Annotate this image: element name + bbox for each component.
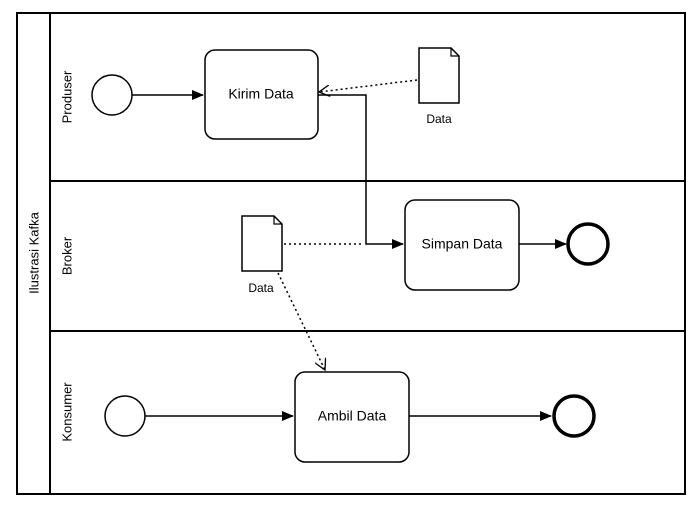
pool-title: Ilustrasi Kafka <box>26 211 41 293</box>
document-icon <box>418 47 460 104</box>
task-ambil-data-label: Ambil Data <box>318 408 387 424</box>
document-produser-label: Data <box>426 112 452 126</box>
document-icon <box>241 215 283 272</box>
lane-label-produser: Produser <box>59 70 74 123</box>
document-fold-icon <box>273 216 282 225</box>
task-simpan-data <box>404 199 520 291</box>
document-broker-label: Data <box>248 281 274 295</box>
task-kirim-data-label: Kirim Data <box>228 86 294 102</box>
lane-label-konsumer: Konsumer <box>59 382 74 442</box>
start-event-produser <box>91 74 133 116</box>
task-ambil-data <box>294 371 410 463</box>
task-simpan-data-label: Simpan Data <box>422 236 503 252</box>
end-event-konsumer <box>552 394 596 438</box>
end-event-broker <box>566 222 610 266</box>
start-event-konsumer <box>104 395 146 437</box>
pool-border <box>16 12 686 495</box>
document-fold-icon <box>450 48 459 57</box>
association-doc-to-ambil <box>277 272 325 370</box>
association-doc-to-kirim <box>319 79 418 92</box>
lane-label-broker: Broker <box>59 236 74 275</box>
flow-kirim-to-simpan <box>318 94 404 249</box>
